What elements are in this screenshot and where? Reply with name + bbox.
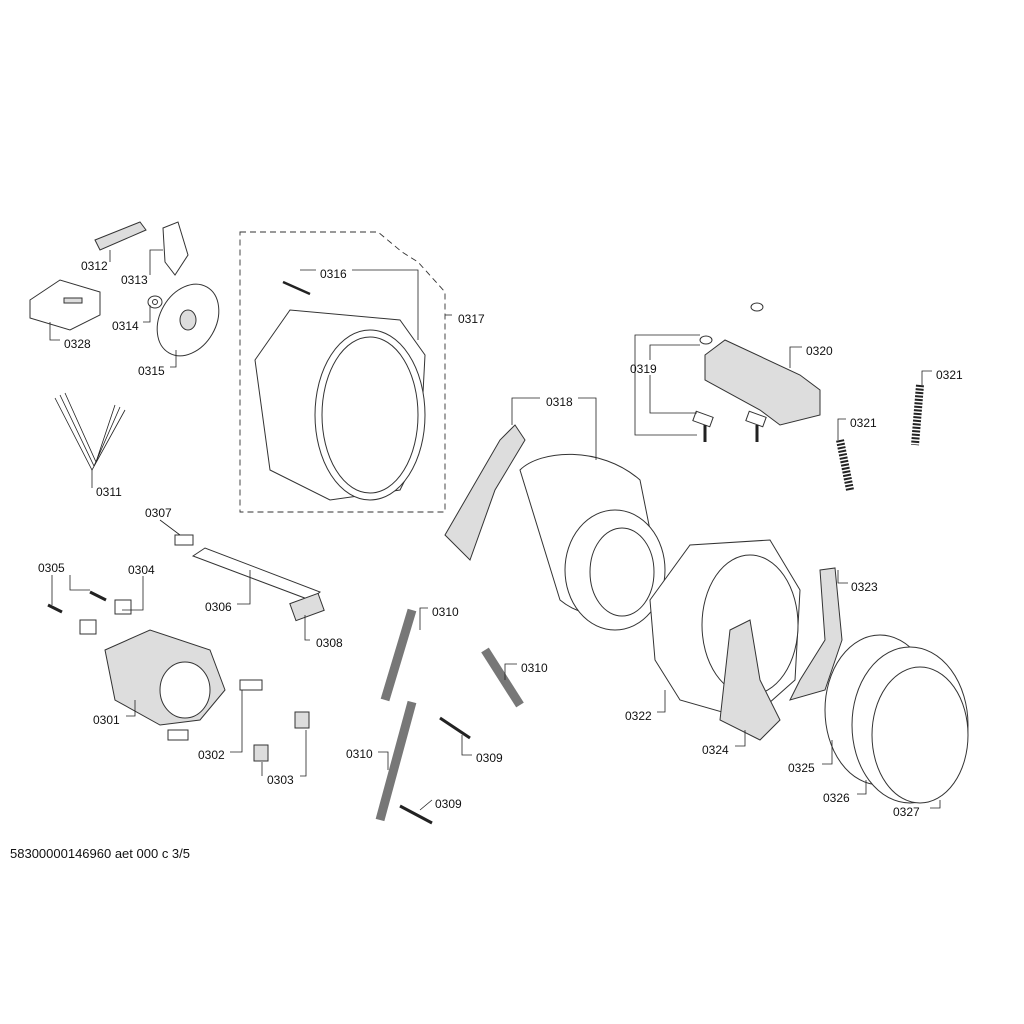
label-0312: 0312 [81, 259, 108, 273]
label-0317: 0317 [458, 312, 485, 326]
label-0310-b: 0310 [521, 661, 548, 675]
part-0318-drum [444, 424, 666, 631]
part-0305-screw [47, 590, 107, 614]
label-0305: 0305 [38, 561, 65, 575]
label-0328: 0328 [64, 337, 91, 351]
label-0324: 0324 [702, 743, 729, 757]
label-0327: 0327 [893, 805, 920, 819]
diagram-reference-code: 58300000146960 aet 000 c 3/5 [10, 846, 191, 861]
label-0306: 0306 [205, 600, 232, 614]
part-0302-connector [167, 679, 263, 741]
label-0320: 0320 [806, 344, 833, 358]
label-0318: 0318 [546, 395, 573, 409]
part-0328-bracket [29, 279, 101, 331]
part-0321-spring-b [836, 439, 854, 491]
part-0315-pulley [156, 283, 220, 357]
label-0314: 0314 [112, 319, 139, 333]
part-0307-sensor [174, 534, 194, 546]
part-0314-washer [147, 295, 163, 309]
label-0308: 0308 [316, 636, 343, 650]
label-0315: 0315 [138, 364, 165, 378]
part-0309-bolt [399, 716, 471, 825]
part-0321-spring-a [911, 384, 924, 446]
label-0310-a: 0310 [432, 605, 459, 619]
part-0304-brush [79, 599, 132, 635]
part-0303-plug [253, 711, 310, 762]
part-0324-weight [719, 619, 781, 741]
label-0309-a: 0309 [476, 751, 503, 765]
part-0306-heater [191, 547, 321, 601]
label-0319: 0319 [630, 362, 657, 376]
part-0319-fixings [692, 302, 767, 442]
label-0326: 0326 [823, 791, 850, 805]
label-0303: 0303 [267, 773, 294, 787]
label-0304: 0304 [128, 563, 155, 577]
label-0309-b: 0309 [435, 797, 462, 811]
label-0321-a: 0321 [936, 368, 963, 382]
label-0323: 0323 [851, 580, 878, 594]
label-0316: 0316 [320, 267, 347, 281]
label-0307: 0307 [145, 506, 172, 520]
part-0308-clip [289, 592, 325, 622]
part-0311-belt [54, 392, 126, 471]
label-0313: 0313 [121, 273, 148, 287]
part-0316-screw [282, 280, 311, 296]
label-0325: 0325 [788, 761, 815, 775]
part-0323-weight [789, 567, 843, 701]
part-0325-door-seal [824, 634, 969, 804]
label-0301: 0301 [93, 713, 120, 727]
label-0322: 0322 [625, 709, 652, 723]
part-0317-tub-rear [254, 309, 426, 501]
group-boundary [239, 231, 446, 513]
label-0311: 0311 [96, 485, 122, 499]
label-0310-c: 0310 [346, 747, 373, 761]
part-0320-counterweight [704, 339, 821, 426]
part-0313-holder [162, 221, 189, 276]
part-0301-motor [104, 629, 226, 726]
label-0321-b: 0321 [850, 416, 877, 430]
part-0312-bracket [94, 221, 147, 251]
label-0302: 0302 [198, 748, 225, 762]
part-0310-damper [375, 608, 524, 822]
